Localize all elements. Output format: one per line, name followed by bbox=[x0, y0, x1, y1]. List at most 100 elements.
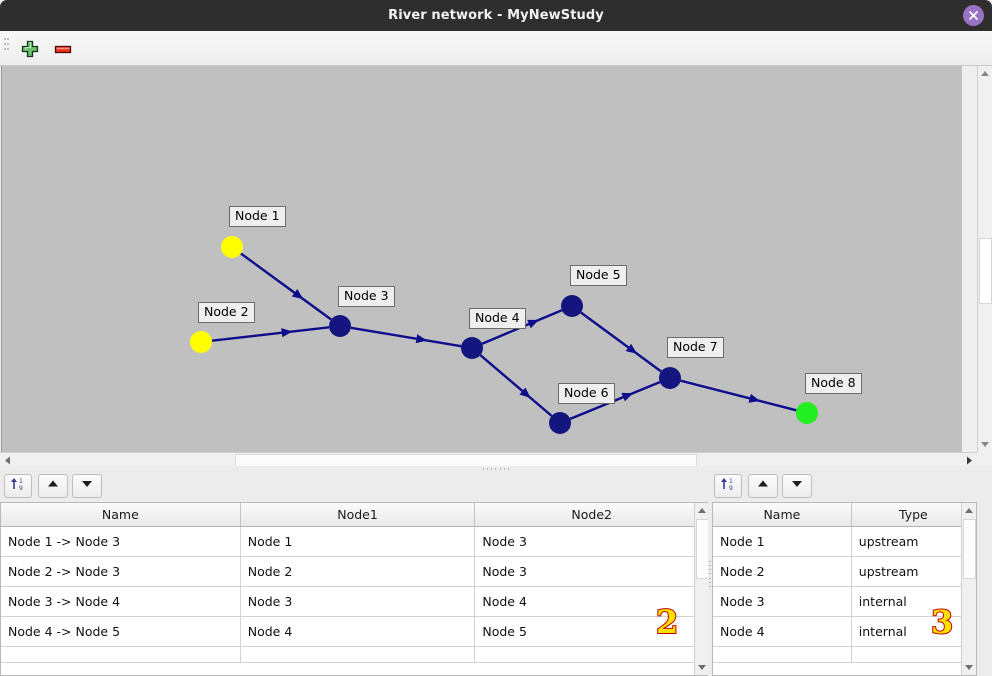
scroll-right-icon[interactable] bbox=[962, 453, 977, 468]
graph-node-label-node-6[interactable]: Node 6 bbox=[558, 383, 615, 404]
toolbar-grip[interactable] bbox=[4, 38, 9, 59]
scrollbar-corner bbox=[977, 452, 992, 468]
cell-type[interactable]: upstream bbox=[851, 526, 976, 557]
edge-8[interactable] bbox=[680, 379, 797, 412]
graph-node-label-node-7[interactable]: Node 7 bbox=[667, 337, 724, 358]
cell-name[interactable]: Node 3 -> Node 4 bbox=[1, 586, 241, 617]
nodes-move-up-button[interactable] bbox=[748, 474, 778, 498]
column-header-type[interactable]: Type bbox=[851, 503, 976, 527]
cell-node2[interactable]: Node 5 bbox=[474, 616, 709, 647]
graph-node-label-node-4[interactable]: Node 4 bbox=[469, 308, 526, 329]
nodes-sort-button[interactable]: 1 9 bbox=[714, 474, 742, 498]
network-diagram-canvas[interactable]: Node 1 Node 2 Node 3 Node 4 Node 5 Node 6 Node… bbox=[1, 66, 962, 452]
edge-6[interactable] bbox=[580, 311, 662, 373]
graph-node-node-6[interactable] bbox=[549, 412, 571, 434]
cell-type[interactable]: upstream bbox=[851, 556, 976, 587]
cell-node1[interactable]: Node 3 bbox=[240, 586, 476, 617]
reaches-sort-button[interactable]: 1 9 bbox=[4, 474, 32, 498]
edge-2[interactable] bbox=[211, 326, 330, 342]
scroll-up-icon[interactable] bbox=[695, 503, 709, 518]
nodes-vscroll-thumb[interactable] bbox=[963, 519, 976, 579]
graph-node-node-5[interactable] bbox=[561, 295, 583, 317]
edge-7[interactable] bbox=[569, 381, 661, 420]
nodes-vertical-scrollbar[interactable] bbox=[961, 503, 976, 675]
edge-arrow-2 bbox=[281, 328, 293, 338]
scroll-up-icon[interactable] bbox=[962, 503, 976, 518]
edge-3[interactable] bbox=[350, 326, 462, 348]
cell-name[interactable]: Node 4 bbox=[713, 616, 852, 647]
svg-text:9: 9 bbox=[729, 485, 733, 492]
graph-node-label-node-3[interactable]: Node 3 bbox=[338, 286, 395, 307]
graph-node-label-node-8[interactable]: Node 8 bbox=[805, 373, 862, 394]
cell-type[interactable]: internal bbox=[851, 586, 976, 617]
cell-name[interactable]: Node 1 bbox=[713, 526, 852, 557]
graph-node-node-4[interactable] bbox=[461, 337, 483, 359]
graph-node-node-8[interactable] bbox=[796, 402, 818, 424]
cell-empty bbox=[474, 646, 709, 663]
column-header-node1[interactable]: Node1 bbox=[240, 503, 476, 527]
scroll-down-icon[interactable] bbox=[962, 660, 976, 675]
graph-vscroll-thumb[interactable] bbox=[979, 238, 992, 304]
svg-text:1: 1 bbox=[19, 478, 23, 485]
column-header-name[interactable]: Name bbox=[713, 503, 852, 527]
cell-node2[interactable]: Node 4 bbox=[474, 586, 709, 617]
reaches-move-down-button[interactable] bbox=[72, 474, 102, 498]
delete-node-icon[interactable] bbox=[52, 38, 74, 60]
cell-node1[interactable]: Node 1 bbox=[240, 526, 476, 557]
edge-1[interactable] bbox=[240, 252, 332, 321]
cell-node1[interactable]: Node 2 bbox=[240, 556, 476, 587]
graph-vertical-scrollbar[interactable] bbox=[977, 66, 992, 452]
column-header-name[interactable]: Name bbox=[1, 503, 241, 527]
cell-name[interactable]: Node 3 bbox=[713, 586, 852, 617]
graph-panel: Node 1 Node 2 Node 3 Node 4 Node 5 Node 6 Node… bbox=[0, 66, 992, 468]
graph-node-node-1[interactable] bbox=[221, 236, 243, 258]
scroll-down-icon[interactable] bbox=[695, 660, 709, 675]
cell-node1[interactable]: Node 4 bbox=[240, 616, 476, 647]
cell-name[interactable]: Node 1 -> Node 3 bbox=[1, 526, 241, 557]
cell-name[interactable]: Node 2 bbox=[713, 556, 852, 587]
scroll-up-icon[interactable] bbox=[978, 66, 992, 81]
reaches-vertical-scrollbar[interactable] bbox=[694, 503, 709, 675]
graph-node-node-7[interactable] bbox=[659, 367, 681, 389]
graph-node-node-2[interactable] bbox=[190, 331, 212, 353]
edge-5[interactable] bbox=[479, 354, 553, 417]
horizontal-splitter[interactable] bbox=[0, 466, 992, 472]
cell-type[interactable]: internal bbox=[851, 616, 976, 647]
edge-arrow-7 bbox=[621, 392, 634, 402]
window-title: River network - MyNewStudy bbox=[388, 8, 604, 23]
table-empty-row[interactable] bbox=[713, 646, 976, 663]
pane-splitter-grip bbox=[709, 561, 711, 587]
scroll-down-icon[interactable] bbox=[978, 437, 992, 452]
nodes-move-down-button[interactable] bbox=[782, 474, 812, 498]
reaches-move-up-button[interactable] bbox=[38, 474, 68, 498]
column-header-node2[interactable]: Node2 bbox=[474, 503, 709, 527]
graph-node-node-3[interactable] bbox=[329, 315, 351, 337]
cell-node2[interactable]: Node 3 bbox=[474, 556, 709, 587]
vertical-splitter[interactable] bbox=[708, 472, 713, 676]
cell-name[interactable]: Node 2 -> Node 3 bbox=[1, 556, 241, 587]
graph-node-label-node-5[interactable]: Node 5 bbox=[570, 265, 627, 286]
close-icon[interactable] bbox=[963, 5, 984, 26]
graph-node-label-node-2[interactable]: Node 2 bbox=[198, 302, 255, 323]
cell-node2[interactable]: Node 3 bbox=[474, 526, 709, 557]
graph-node-label-node-1[interactable]: Node 1 bbox=[229, 206, 286, 227]
add-node-icon[interactable] bbox=[19, 38, 41, 60]
graph-horizontal-scrollbar[interactable] bbox=[0, 452, 992, 468]
cell-name[interactable]: Node 4 -> Node 5 bbox=[1, 616, 241, 647]
edge-arrow-3 bbox=[415, 334, 428, 344]
scroll-left-icon[interactable] bbox=[0, 453, 15, 468]
table-empty-row[interactable] bbox=[1, 646, 709, 663]
main-toolbar bbox=[0, 31, 992, 66]
